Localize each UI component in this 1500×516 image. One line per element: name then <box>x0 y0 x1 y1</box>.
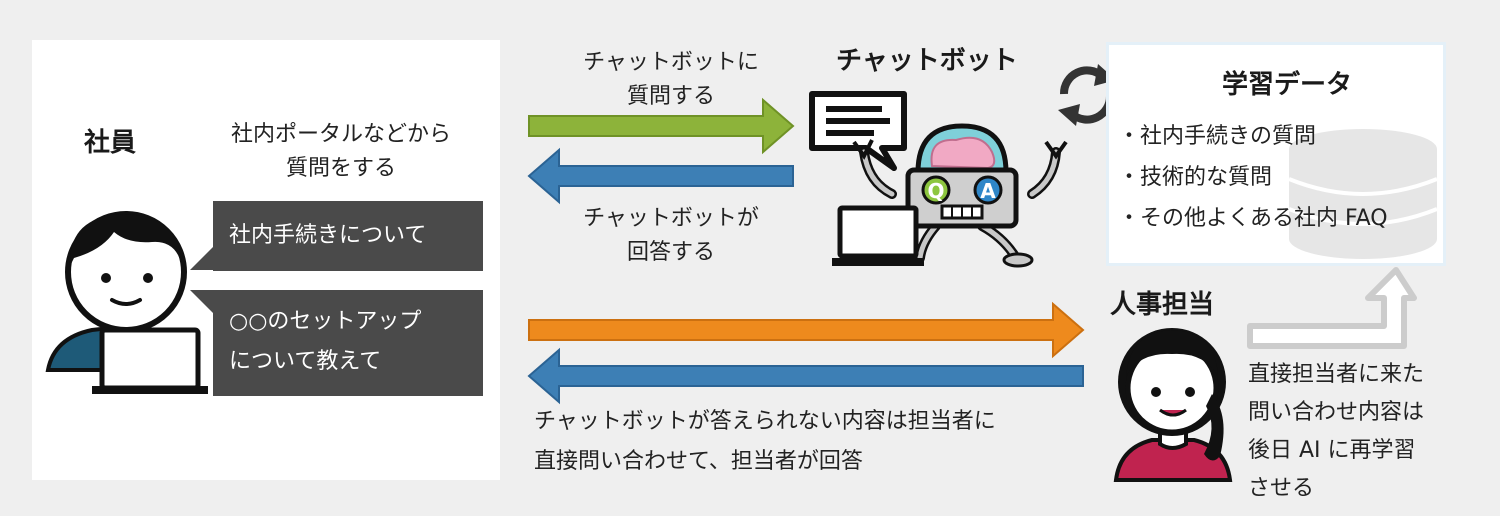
orange-arrow-right <box>528 301 1085 359</box>
qa-a-label: A <box>980 179 996 203</box>
employee-question-text: 社内ポータルなどから 質問をする <box>196 118 486 186</box>
training-data-title: 学習データ <box>1222 70 1353 100</box>
direct-inquiry-line2: 直接問い合わせて、担当者が回答 <box>534 449 863 474</box>
direct-inquiry-text: チャットボットが答えられない内容は担当者に 直接問い合わせて、担当者が回答 <box>534 402 996 482</box>
hr-note-line3: 後日 AI に再学習 <box>1248 438 1416 463</box>
bubble-procedures-tail <box>190 246 214 270</box>
chatbot-ask-line1: チャットボットに <box>583 50 759 75</box>
bubble-setup-tail <box>190 290 214 314</box>
employee-figure <box>45 211 208 394</box>
bubble-procedures-text: 社内手続きについて <box>229 223 427 248</box>
chatbot-answer-text: チャットボットが 回答する <box>556 202 786 270</box>
chatbot-laptop-icon <box>832 205 924 266</box>
hr-note-text: 直接担当者に来た 問い合わせ内容は 後日 AI に再学習 させる <box>1248 356 1424 508</box>
chatbot-ask-line2: 質問する <box>626 84 715 109</box>
chatbot-ask-text: チャットボットに 質問する <box>556 46 786 114</box>
bubble-setup-line2: について教えて <box>229 349 382 374</box>
speech-bubble-procedures: 社内手続きについて <box>213 201 483 271</box>
chat-document-icon <box>809 91 907 171</box>
chatbot-title: チャットボット <box>836 46 1018 76</box>
chatbot-answer-line2: 回答する <box>626 240 715 265</box>
green-arrow-right <box>528 97 795 155</box>
training-data-list: ・社内手続きの質問 ・技術的な質問 ・その他よくある社内 FAQ <box>1118 116 1388 239</box>
qa-q-label: Q <box>927 179 944 203</box>
direct-inquiry-line1: チャットボットが答えられない内容は担当者に <box>534 409 996 434</box>
training-data-panel <box>1106 42 1446 266</box>
training-data-item-procedures: ・社内手続きの質問 <box>1118 124 1317 149</box>
employee-question-line2: 質問をする <box>285 156 396 181</box>
chatbot-robot-figure: Q A <box>852 123 1068 268</box>
bubble-setup-line1: ○○のセットアップ <box>229 309 422 334</box>
employee-question-line1: 社内ポータルなどから <box>230 122 451 147</box>
blue-arrow-left-lower <box>527 347 1084 405</box>
training-data-item-technical: ・技術的な質問 <box>1118 165 1273 190</box>
hr-note-line4: させる <box>1248 476 1315 501</box>
hr-figure <box>1113 328 1233 482</box>
hr-note-line1: 直接担当者に来た <box>1248 362 1425 387</box>
blue-arrow-left-upper <box>527 147 794 205</box>
speech-bubble-setup: ○○のセットアップ について教えて <box>213 290 483 396</box>
retrain-arrow <box>1247 267 1417 349</box>
chatbot-answer-line1: チャットボットが <box>583 206 759 231</box>
employee-title: 社員 <box>84 128 137 158</box>
hr-note-line2: 問い合わせ内容は <box>1248 400 1425 425</box>
database-icon <box>1288 129 1438 259</box>
hr-title: 人事担当 <box>1110 290 1215 320</box>
training-data-item-faq: ・その他よくある社内 FAQ <box>1118 206 1388 231</box>
